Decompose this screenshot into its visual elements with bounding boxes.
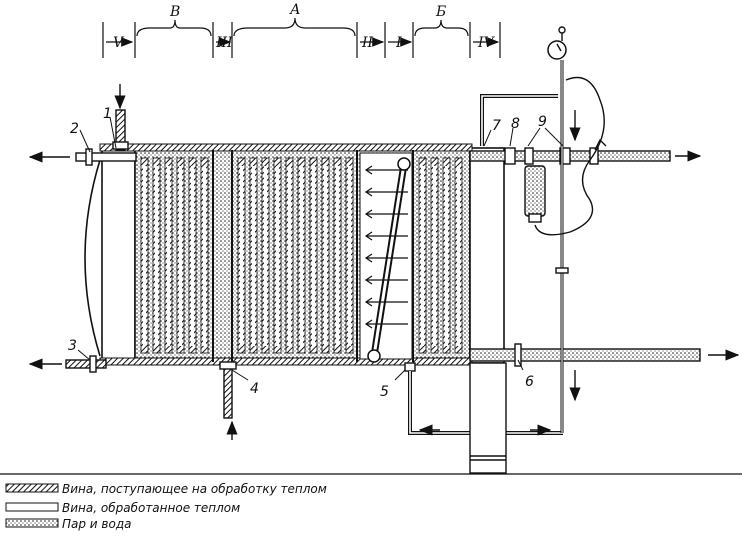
legend: Вина, поступающее на обработку теплом Ви… xyxy=(5,482,327,531)
plate-channel-core xyxy=(155,166,158,346)
plate-channel-core xyxy=(191,166,194,346)
flow-arrow xyxy=(364,231,408,241)
plate-channel-core xyxy=(457,166,460,346)
callout-5: 5 xyxy=(380,384,389,400)
plate-pack xyxy=(140,157,463,354)
flow-arrow xyxy=(364,275,408,285)
plate-channel-core xyxy=(312,166,315,346)
callout-4: 4 xyxy=(250,381,259,397)
zone-label-bb: Б xyxy=(435,4,446,20)
plate-channel-core xyxy=(421,166,424,346)
callout-7: 7 xyxy=(492,118,501,134)
callout-3: 3 xyxy=(68,338,77,354)
callout-2: 2 xyxy=(70,121,79,137)
callout-9: 9 xyxy=(538,114,547,130)
callouts xyxy=(77,116,564,381)
plate-channel-core xyxy=(143,166,146,346)
legend-wine-in: Вина, поступающее на обработку теплом xyxy=(62,482,327,496)
plate-channel-core xyxy=(324,166,327,346)
zone-label-iv: IV xyxy=(477,35,496,51)
zone-label-a: А xyxy=(289,2,301,18)
zone-label-b: В xyxy=(169,4,180,20)
plate-channel-core xyxy=(240,166,243,346)
piping xyxy=(28,26,740,474)
plate-channel-core xyxy=(179,166,182,346)
plate-channel-core xyxy=(167,166,170,346)
plate-channel-core xyxy=(445,166,448,346)
flow-arrow xyxy=(364,209,408,219)
legend-wine-out: Вина, обработанное теплом xyxy=(62,501,240,515)
flow-arrow xyxy=(364,253,408,263)
legend-steam-water: Пар и вода xyxy=(62,517,132,531)
callout-6: 6 xyxy=(525,374,534,390)
plate-channel-core xyxy=(300,166,303,346)
legend-swatch-wine-out xyxy=(5,502,59,512)
legend-swatch-steam xyxy=(5,518,59,528)
zone-label-v: V xyxy=(113,35,125,51)
plate-channel-core xyxy=(252,166,255,346)
plate-channel-core xyxy=(203,166,206,346)
legend-swatch-wine-in xyxy=(5,483,59,493)
zone-label-i: I xyxy=(395,35,402,51)
flow-arrow xyxy=(364,319,408,329)
flow-arrow xyxy=(364,297,408,307)
flow-arrow xyxy=(364,187,408,197)
plate-channel-core xyxy=(336,166,339,346)
zone-label-iii: III xyxy=(215,35,233,51)
plate-channel-core xyxy=(264,166,267,346)
plate-channel-core xyxy=(433,166,436,346)
plate-channel-core xyxy=(348,166,351,346)
zone-label-ii: II xyxy=(361,35,374,51)
callout-1: 1 xyxy=(103,106,112,122)
callout-8: 8 xyxy=(511,116,520,132)
chamber-zone-i xyxy=(359,152,413,363)
zone-header xyxy=(102,17,501,58)
flow-arrow xyxy=(364,165,408,175)
plate-channel-core xyxy=(276,166,279,346)
plate-channel-core xyxy=(288,166,291,346)
section-dividers xyxy=(212,150,414,362)
